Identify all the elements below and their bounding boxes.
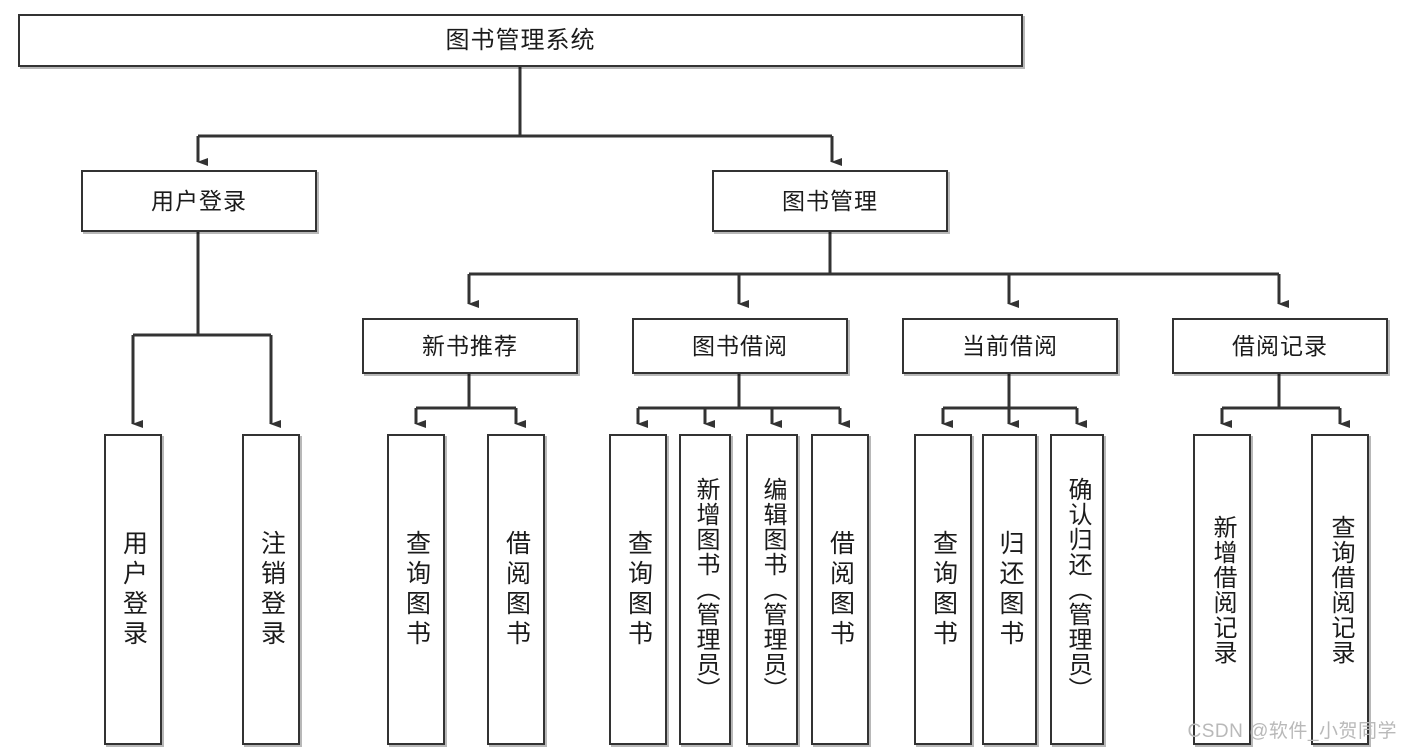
node-leaf-query-book-recommend[interactable]: 查询图书 [387, 434, 445, 745]
node-label: 归还图书 [996, 529, 1024, 650]
node-leaf-edit-book-admin[interactable]: 编辑图书（管理员） [746, 434, 798, 745]
node-label: 查询图书 [929, 529, 958, 650]
node-leaf-add-book-admin[interactable]: 新增图书（管理员） [679, 434, 731, 745]
node-label: 查询借阅记录 [1327, 514, 1354, 665]
node-label: 用户登录 [119, 529, 148, 650]
node-label: 借阅图书 [826, 529, 855, 650]
node-leaf-return-book[interactable]: 归还图书 [982, 434, 1037, 745]
node-label: 新增借阅记录 [1209, 514, 1236, 665]
node-label: 编辑图书（管理员） [759, 477, 786, 702]
node-leaf-query-borrow-record[interactable]: 查询借阅记录 [1311, 434, 1369, 745]
node-leaf-borrow-book[interactable]: 借阅图书 [811, 434, 869, 745]
csdn-watermark: CSDN @软件_小贺同学 [1187, 721, 1397, 742]
node-leaf-user-login[interactable]: 用户登录 [104, 434, 162, 745]
node-label: 图书借阅 [692, 332, 788, 359]
node-leaf-add-borrow-record[interactable]: 新增借阅记录 [1193, 434, 1251, 745]
node-label: 借阅记录 [1232, 332, 1328, 359]
node-book-borrow[interactable]: 图书借阅 [632, 318, 848, 374]
node-label: 新增图书（管理员） [692, 477, 719, 702]
node-leaf-query-book[interactable]: 查询图书 [609, 434, 667, 745]
node-new-book-recommendation[interactable]: 新书推荐 [362, 318, 578, 374]
node-current-borrow[interactable]: 当前借阅 [902, 318, 1118, 374]
node-label: 查询图书 [402, 529, 431, 650]
node-label: 确认归还（管理员） [1064, 477, 1091, 702]
node-label: 用户登录 [151, 187, 247, 214]
node-label: 图书管理 [782, 187, 878, 214]
node-leaf-borrow-book-recommend[interactable]: 借阅图书 [487, 434, 545, 745]
node-leaf-query-book-current[interactable]: 查询图书 [914, 434, 972, 745]
node-root-book-management-system[interactable]: 图书管理系统 [18, 14, 1023, 67]
node-borrow-record[interactable]: 借阅记录 [1172, 318, 1388, 374]
node-leaf-logout[interactable]: 注销登录 [242, 434, 300, 745]
node-label: 新书推荐 [422, 332, 518, 359]
node-label: 借阅图书 [502, 529, 531, 650]
node-label: 当前借阅 [962, 332, 1058, 359]
node-label: 注销登录 [257, 529, 286, 650]
node-user-login[interactable]: 用户登录 [81, 170, 317, 232]
node-book-management[interactable]: 图书管理 [712, 170, 948, 232]
node-label: 查询图书 [624, 529, 653, 650]
node-leaf-confirm-return-admin[interactable]: 确认归还（管理员） [1050, 434, 1104, 745]
node-label: 图书管理系统 [445, 26, 596, 54]
